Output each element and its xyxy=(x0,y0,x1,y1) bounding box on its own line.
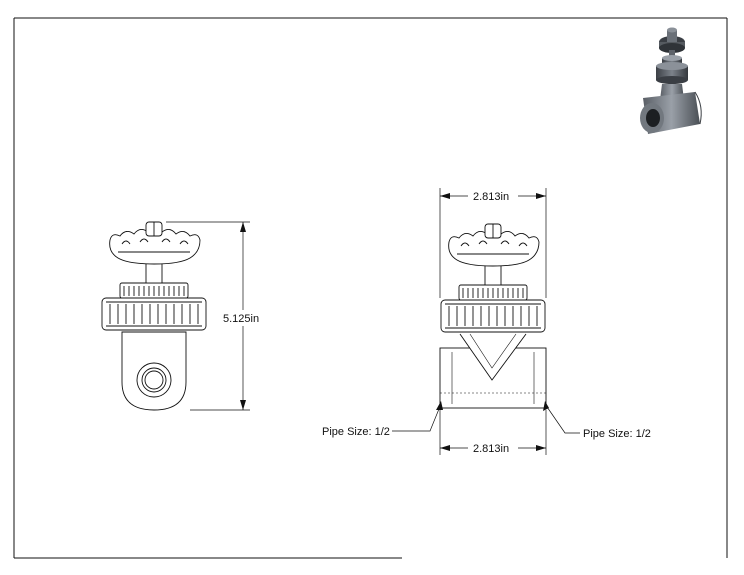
bottom-width-dimension xyxy=(439,410,547,455)
left-pipe-size-callout: Pipe Size: 1/2 xyxy=(322,426,390,438)
right-callout-leader xyxy=(543,401,580,434)
front-view xyxy=(439,223,547,409)
top-width-dimension-label: 2.813in xyxy=(473,191,509,203)
right-pipe-size-callout: Pipe Size: 1/2 xyxy=(583,428,651,440)
bottom-width-dimension-label: 2.813in xyxy=(473,443,509,455)
height-dimension-label: 5.125in xyxy=(223,313,259,325)
left-callout-leader xyxy=(392,401,443,432)
side-view xyxy=(101,221,207,411)
sheet-border xyxy=(13,17,728,559)
isometric-view xyxy=(640,27,702,134)
height-dimension xyxy=(166,221,250,411)
top-width-dimension xyxy=(439,188,547,298)
